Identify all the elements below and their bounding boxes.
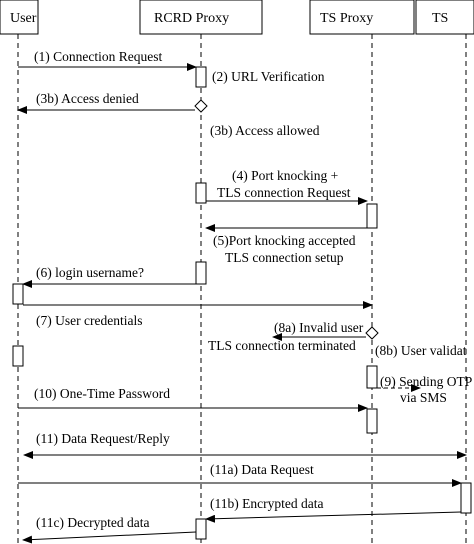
participant-rcrd-proxy-label: RCRD Proxy (154, 11, 229, 26)
message-5-label-line2: TLS connection setup (225, 250, 344, 265)
message-5-label-line1: (5)Port knocking accepted (213, 233, 356, 248)
message-9-label-line2: via SMS (400, 390, 447, 405)
message-7-label: (7) User credentials (36, 313, 142, 328)
message-10-one-time-password: (10) One-Time Password (18, 386, 368, 412)
message-11a-data-request: (11a) Data Request (18, 462, 462, 487)
message-7-user-credentials: (7) User credentials (23, 301, 373, 328)
activation-user-2 (12, 345, 24, 367)
message-6-label: (6) login username? (36, 265, 144, 280)
message-5-port-knocking-accepted: (5)Port knocking accepted TLS connection… (205, 224, 372, 265)
activation-tsproxy-3 (366, 408, 378, 434)
message-8a-label-line2: TLS connection terminated (208, 338, 356, 353)
activation-rcrd-4 (195, 518, 207, 540)
message-6-login-username: (6) login username? (22, 265, 196, 288)
activation-ts-1 (460, 482, 472, 514)
message-8a-label-line1: (8a) Invalid user (274, 320, 364, 335)
participant-user-label: User (10, 11, 37, 26)
participant-ts-label: TS (432, 11, 448, 26)
participant-rcrd-proxy: RCRD Proxy (139, 0, 263, 35)
message-11-label: (11) Data Request/Reply (36, 431, 170, 446)
decision-diamond-tsproxy (365, 326, 379, 340)
message-8a-invalid-user: (8a) Invalid user TLS connection termina… (208, 320, 366, 353)
decision-diamond-rcrd (194, 99, 208, 113)
activation-tsproxy-1 (366, 203, 378, 229)
message-11b-label: (11b) Encrypted data (210, 496, 323, 511)
message-4-port-knocking: (4) Port knocking + TLS connection Reque… (206, 168, 368, 205)
note-access-allowed: (3b) Access allowed (210, 123, 320, 138)
message-9-label-line1: (9) Sending OTP (380, 374, 472, 389)
activation-rcrd-1 (195, 66, 207, 88)
message-1-label: (1) Connection Request (34, 49, 162, 64)
message-11c-decrypted-data: (11c) Decrypted data (22, 515, 197, 544)
message-11b-encrypted-data: (11b) Encrypted data (205, 496, 462, 523)
message-4-label-line1: (4) Port knocking + (232, 168, 338, 183)
participant-ts: TS (415, 0, 474, 35)
message-10-label: (10) One-Time Password (34, 386, 170, 401)
activation-rcrd-3 (195, 261, 207, 285)
message-3b-denied-label: (3b) Access denied (36, 91, 139, 106)
participant-user: User (0, 0, 39, 35)
activation-tsproxy-2 (366, 365, 378, 389)
note-user-validation: (8b) User validat (375, 343, 467, 358)
message-11c-label: (11c) Decrypted data (36, 515, 149, 530)
message-3b-access-denied: (3b) Access denied (17, 91, 195, 114)
message-11a-label: (11a) Data Request (210, 462, 314, 477)
message-4-label-line2: TLS connection Request (217, 185, 351, 200)
participant-ts-proxy: TS Proxy (309, 0, 415, 35)
activation-rcrd-2 (195, 182, 207, 204)
participant-ts-proxy-label: TS Proxy (320, 11, 373, 26)
message-11-data-request-reply: (11) Data Request/Reply (23, 431, 467, 459)
note-url-verification: (2) URL Verification (212, 69, 325, 84)
activation-user-1 (12, 283, 24, 305)
message-1-connection-request: (1) Connection Request (18, 49, 197, 71)
message-9-sending-otp: (9) Sending OTP via SMS (377, 374, 472, 405)
